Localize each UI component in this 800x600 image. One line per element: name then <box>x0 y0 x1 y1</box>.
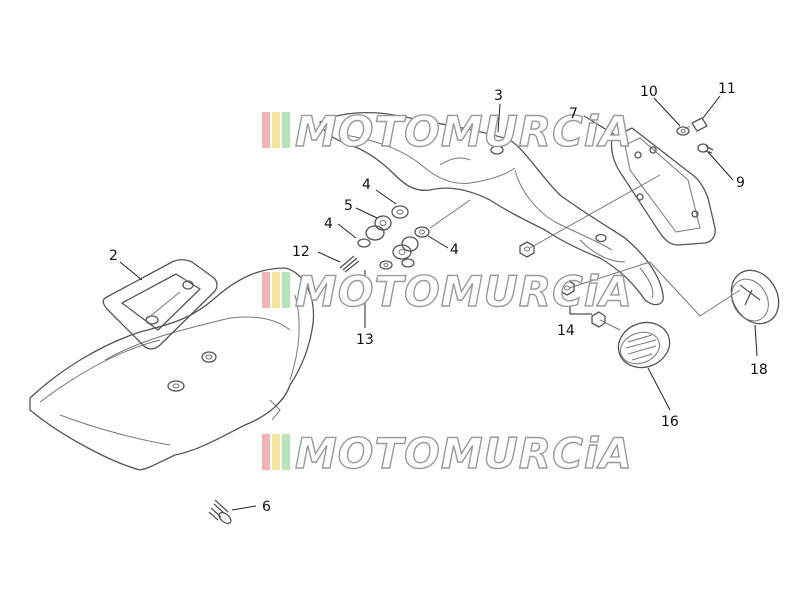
washer-10 <box>676 126 690 136</box>
watermark-stripe <box>262 112 270 148</box>
watermark-text: MOTOMURCiA <box>295 107 633 156</box>
watermark-stripe <box>282 272 290 308</box>
washer-4-left <box>357 238 371 248</box>
callout-4-right: 4 <box>450 242 459 258</box>
callout-5: 5 <box>344 198 353 214</box>
callout-4-left: 4 <box>324 216 333 232</box>
grommet-4-upper <box>391 205 409 219</box>
mudguard-screw <box>208 499 232 525</box>
reflector-18 <box>730 269 780 325</box>
grommet-4-mid <box>414 226 430 238</box>
reflector-16 <box>617 321 671 369</box>
callout-6: 6 <box>262 499 271 515</box>
leader-lines <box>119 95 758 511</box>
watermark-bottom: MOTOMURCiA <box>262 428 633 479</box>
watermark-stripe <box>272 272 280 308</box>
watermark-text: MOTOMURCiA <box>295 267 633 316</box>
callout-labels: 2 3 4 4 4 5 6 7 9 10 11 12 13 14 16 18 <box>109 81 768 515</box>
watermark-stripe <box>272 112 280 148</box>
seat-lock-bracket <box>102 259 218 350</box>
bushing-5-right <box>392 236 419 260</box>
callout-10: 10 <box>640 84 658 100</box>
bolt-11 <box>684 117 708 132</box>
callout-7: 7 <box>569 106 578 122</box>
callout-3: 3 <box>494 88 503 104</box>
watermark-stripe <box>262 272 270 308</box>
bushing-5-left <box>365 215 392 241</box>
callout-14: 14 <box>557 323 575 339</box>
watermark-middle: MOTOMURCiA <box>262 266 633 317</box>
watermark-stripe <box>272 434 280 470</box>
callout-12: 12 <box>292 244 310 260</box>
screw-9 <box>697 143 714 154</box>
callout-11: 11 <box>718 81 736 97</box>
license-plate-holder <box>319 111 664 306</box>
callout-16: 16 <box>661 414 679 430</box>
watermark-top: MOTOMURCiA <box>262 106 633 157</box>
callout-4-upper: 4 <box>362 177 371 193</box>
callout-18: 18 <box>750 362 768 378</box>
watermark-stripe <box>282 112 290 148</box>
callout-9: 9 <box>736 175 745 191</box>
stud-12 <box>339 255 360 273</box>
callout-13: 13 <box>356 332 374 348</box>
license-plate-frame <box>610 127 716 246</box>
watermark-text: MOTOMURCiA <box>295 429 633 478</box>
callout-2: 2 <box>109 248 118 264</box>
watermark-stripe <box>282 434 290 470</box>
nut-14-upper <box>519 241 535 258</box>
assembly-lines <box>429 174 741 331</box>
washers-13 <box>379 258 415 270</box>
watermark-stripe <box>262 434 270 470</box>
